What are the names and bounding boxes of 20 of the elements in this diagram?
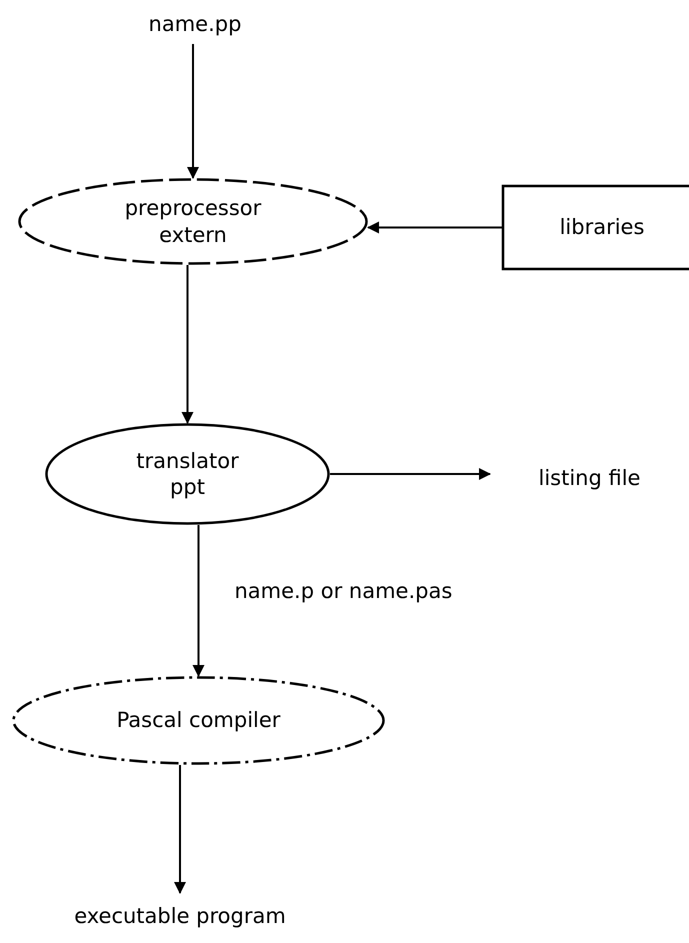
node-text: ppt <box>170 474 205 500</box>
node-text: Pascal compiler <box>116 707 280 734</box>
process-ellipse <box>12 676 385 765</box>
node-label: executable program <box>74 902 286 930</box>
node-label: name.pp <box>148 10 242 38</box>
arrow <box>367 222 502 234</box>
process-ellipse <box>18 178 368 265</box>
node-label: listing file <box>538 464 640 492</box>
arrow <box>192 525 204 677</box>
arrow <box>182 265 194 424</box>
process-ellipse <box>45 423 330 525</box>
arrow <box>174 765 186 894</box>
node-text: preprocessor <box>124 195 262 222</box>
arrow <box>187 44 199 179</box>
node-text: libraries <box>560 214 644 241</box>
arrow <box>330 468 491 480</box>
process-box <box>502 185 689 270</box>
node-text: translator <box>136 448 239 474</box>
edge-label: name.p or name.pas <box>234 578 452 602</box>
node-text: extern <box>159 222 227 248</box>
